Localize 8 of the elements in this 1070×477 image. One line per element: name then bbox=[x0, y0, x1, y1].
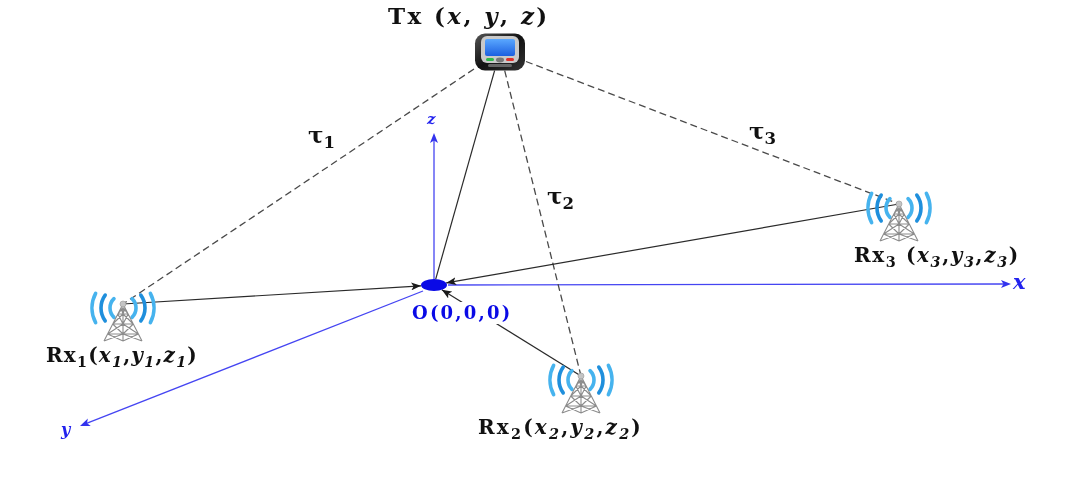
receiver-label: Rx$_{3}$ (x$_{3}$,y$_{3}$,z$_{3}$) bbox=[854, 243, 1020, 267]
axis-label: y bbox=[61, 422, 71, 438]
axis-label: x bbox=[1013, 271, 1026, 292]
connector-line bbox=[435, 70, 496, 280]
receiver-label: Rx$_{1}$(x$_{1}$,y$_{1}$,z$_{1}$) bbox=[46, 343, 199, 367]
transmitter-label: Tx (x, y, z) bbox=[388, 2, 550, 30]
receiver-label: Rx$_{2}$(x$_{2}$,y$_{2}$,z$_{2}$) bbox=[478, 415, 644, 439]
axis-label: z bbox=[427, 112, 436, 127]
